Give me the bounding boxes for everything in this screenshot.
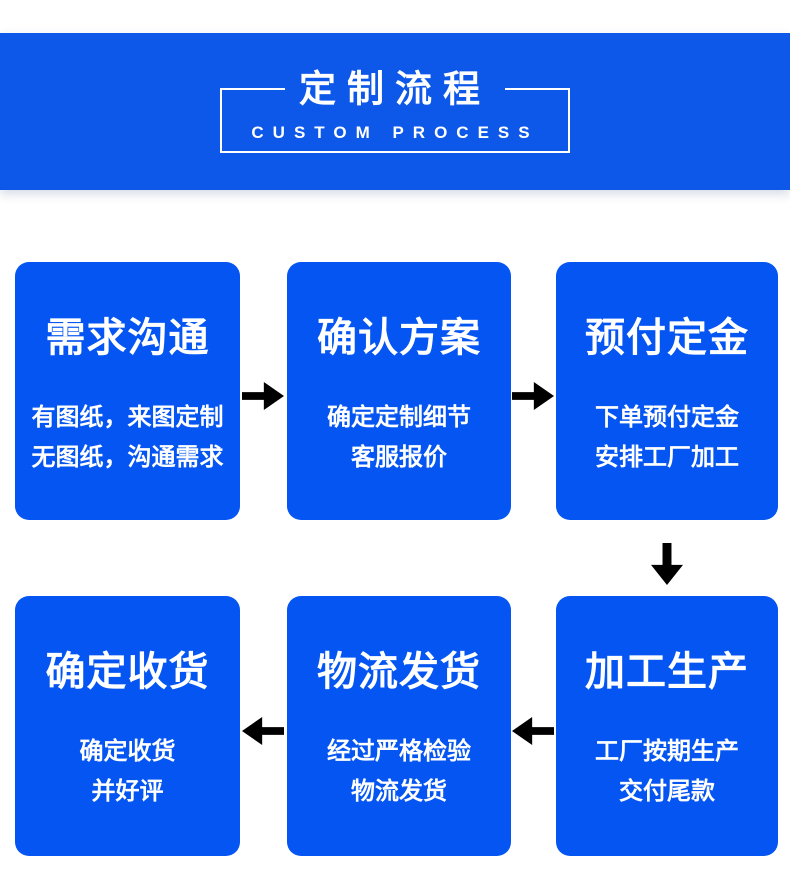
step-card-production: 加工生产 工厂按期生产 交付尾款: [556, 596, 778, 856]
step-line: 工厂按期生产: [595, 738, 739, 765]
step-card-shipping: 物流发货 经过严格检验 物流发货: [287, 596, 511, 856]
step-line: 客服报价: [351, 444, 447, 471]
step-card-deposit: 预付定金 下单预付定金 安排工厂加工: [556, 262, 778, 520]
step-line: 确定收货: [79, 738, 176, 765]
step-line: 物流发货: [351, 778, 447, 805]
step-title: 加工生产: [585, 650, 749, 694]
step-line: 交付尾款: [619, 778, 715, 805]
step-title: 确定收货: [45, 650, 210, 694]
arrow-left-icon: [242, 717, 284, 745]
step-title: 确认方案: [317, 316, 481, 360]
step-title: 需求沟通: [45, 316, 210, 360]
step-card-requirements: 需求沟通 有图纸，来图定制 无图纸，沟通需求: [15, 262, 240, 520]
section-subtitle: CUSTOM PROCESS: [251, 123, 539, 142]
arrow-left-icon: [512, 717, 554, 745]
arrow-down-icon: [651, 543, 683, 585]
step-line: 安排工厂加工: [595, 444, 739, 471]
step-title: 预付定金: [585, 316, 749, 360]
arrow-right-icon: [242, 382, 284, 410]
step-line: 有图纸，来图定制: [31, 404, 224, 431]
section-title: 定制流程: [285, 69, 505, 111]
step-line: 并好评: [91, 778, 164, 805]
step-card-confirm-plan: 确认方案 确定定制细节 客服报价: [287, 262, 511, 520]
step-line: 下单预付定金: [595, 404, 739, 431]
section-title-box: 定制流程 CUSTOM PROCESS: [220, 69, 570, 153]
step-line: 经过严格检验: [327, 738, 471, 765]
arrow-right-icon: [512, 382, 554, 410]
banner: 定制流程 CUSTOM PROCESS: [0, 33, 790, 190]
step-line: 确定定制细节: [327, 404, 471, 431]
step-line: 无图纸，沟通需求: [31, 444, 224, 471]
step-title: 物流发货: [317, 650, 481, 694]
step-card-confirm-receipt: 确定收货 确定收货 并好评: [15, 596, 240, 856]
